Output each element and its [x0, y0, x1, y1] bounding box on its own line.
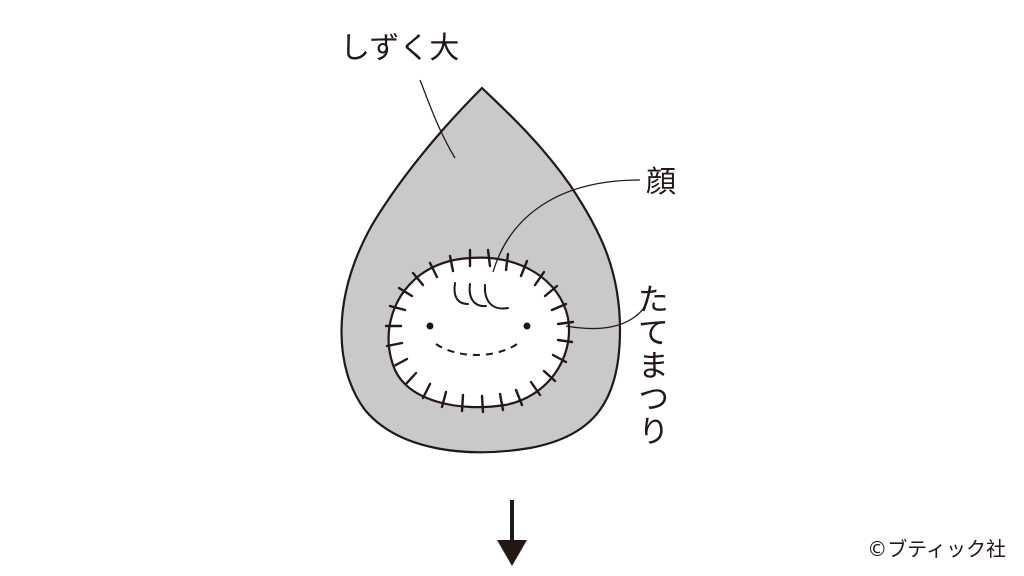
face-patch: [387, 256, 571, 409]
mouth-stitch: [435, 341, 521, 356]
leader-stitch: [565, 307, 645, 330]
left-eye: [426, 322, 434, 330]
blind-stitches: [384, 248, 575, 414]
leader-drop: [419, 79, 456, 159]
arrow-down-icon: [497, 500, 527, 566]
label-drop: しずく大: [340, 31, 459, 66]
copyright-notice: ©ブティック社: [867, 537, 1006, 561]
leader-lines: [419, 79, 645, 330]
leader-face: [492, 179, 641, 273]
right-eye: [523, 322, 531, 330]
label-stitch: たてまつり: [632, 283, 668, 448]
label-face: 顔: [646, 165, 676, 200]
hair-curls: [453, 282, 509, 310]
